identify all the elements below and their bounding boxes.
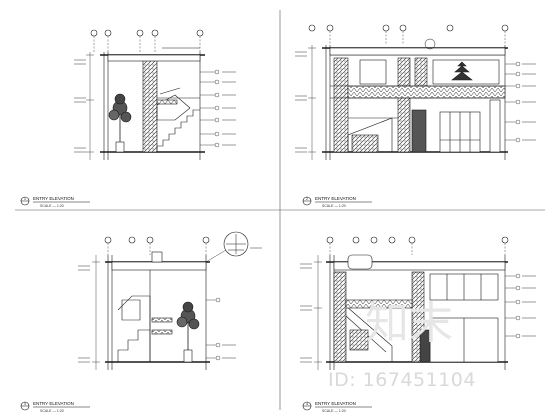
panel-number-1: 1 (24, 197, 26, 201)
panel-number-2: 2 (306, 197, 308, 201)
panel-scale-1: SCALE — 1:20 (40, 204, 64, 208)
panel-scale-2: SCALE — 1:20 (322, 204, 346, 208)
elevation-panel-1 (74, 29, 236, 160)
title-block-4: 4 ENTRY ELEVATION SCALE — 1:20 (302, 401, 372, 413)
elevation-panel-3 (78, 231, 262, 370)
panel-scale-3: SCALE — 1:20 (40, 409, 64, 413)
panel-number-3: 3 (24, 402, 26, 406)
panel-title-3: ENTRY ELEVATION (33, 401, 74, 406)
panel-title-2: ENTRY ELEVATION (315, 196, 356, 201)
title-block-2: 2 ENTRY ELEVATION SCALE — 1:20 (302, 196, 372, 208)
elevation-panel-2 (295, 24, 536, 160)
elevation-panel-4 (300, 236, 536, 370)
panel-number-4: 4 (306, 402, 308, 406)
panel-title-4: ENTRY ELEVATION (315, 401, 356, 406)
watermark-id: ID: 167451104 (328, 369, 476, 391)
title-block-3: 3 ENTRY ELEVATION SCALE — 1:20 (20, 401, 90, 413)
panel-scale-4: SCALE — 1:20 (322, 409, 346, 413)
watermark: 知末 ID: 167451104 (328, 298, 476, 391)
title-block-1: 1 ENTRY ELEVATION SCALE — 1:20 (20, 196, 90, 208)
sheet-grid (15, 10, 545, 410)
watermark-logo: 知末 (365, 298, 453, 349)
panel-title-1: ENTRY ELEVATION (33, 196, 74, 201)
